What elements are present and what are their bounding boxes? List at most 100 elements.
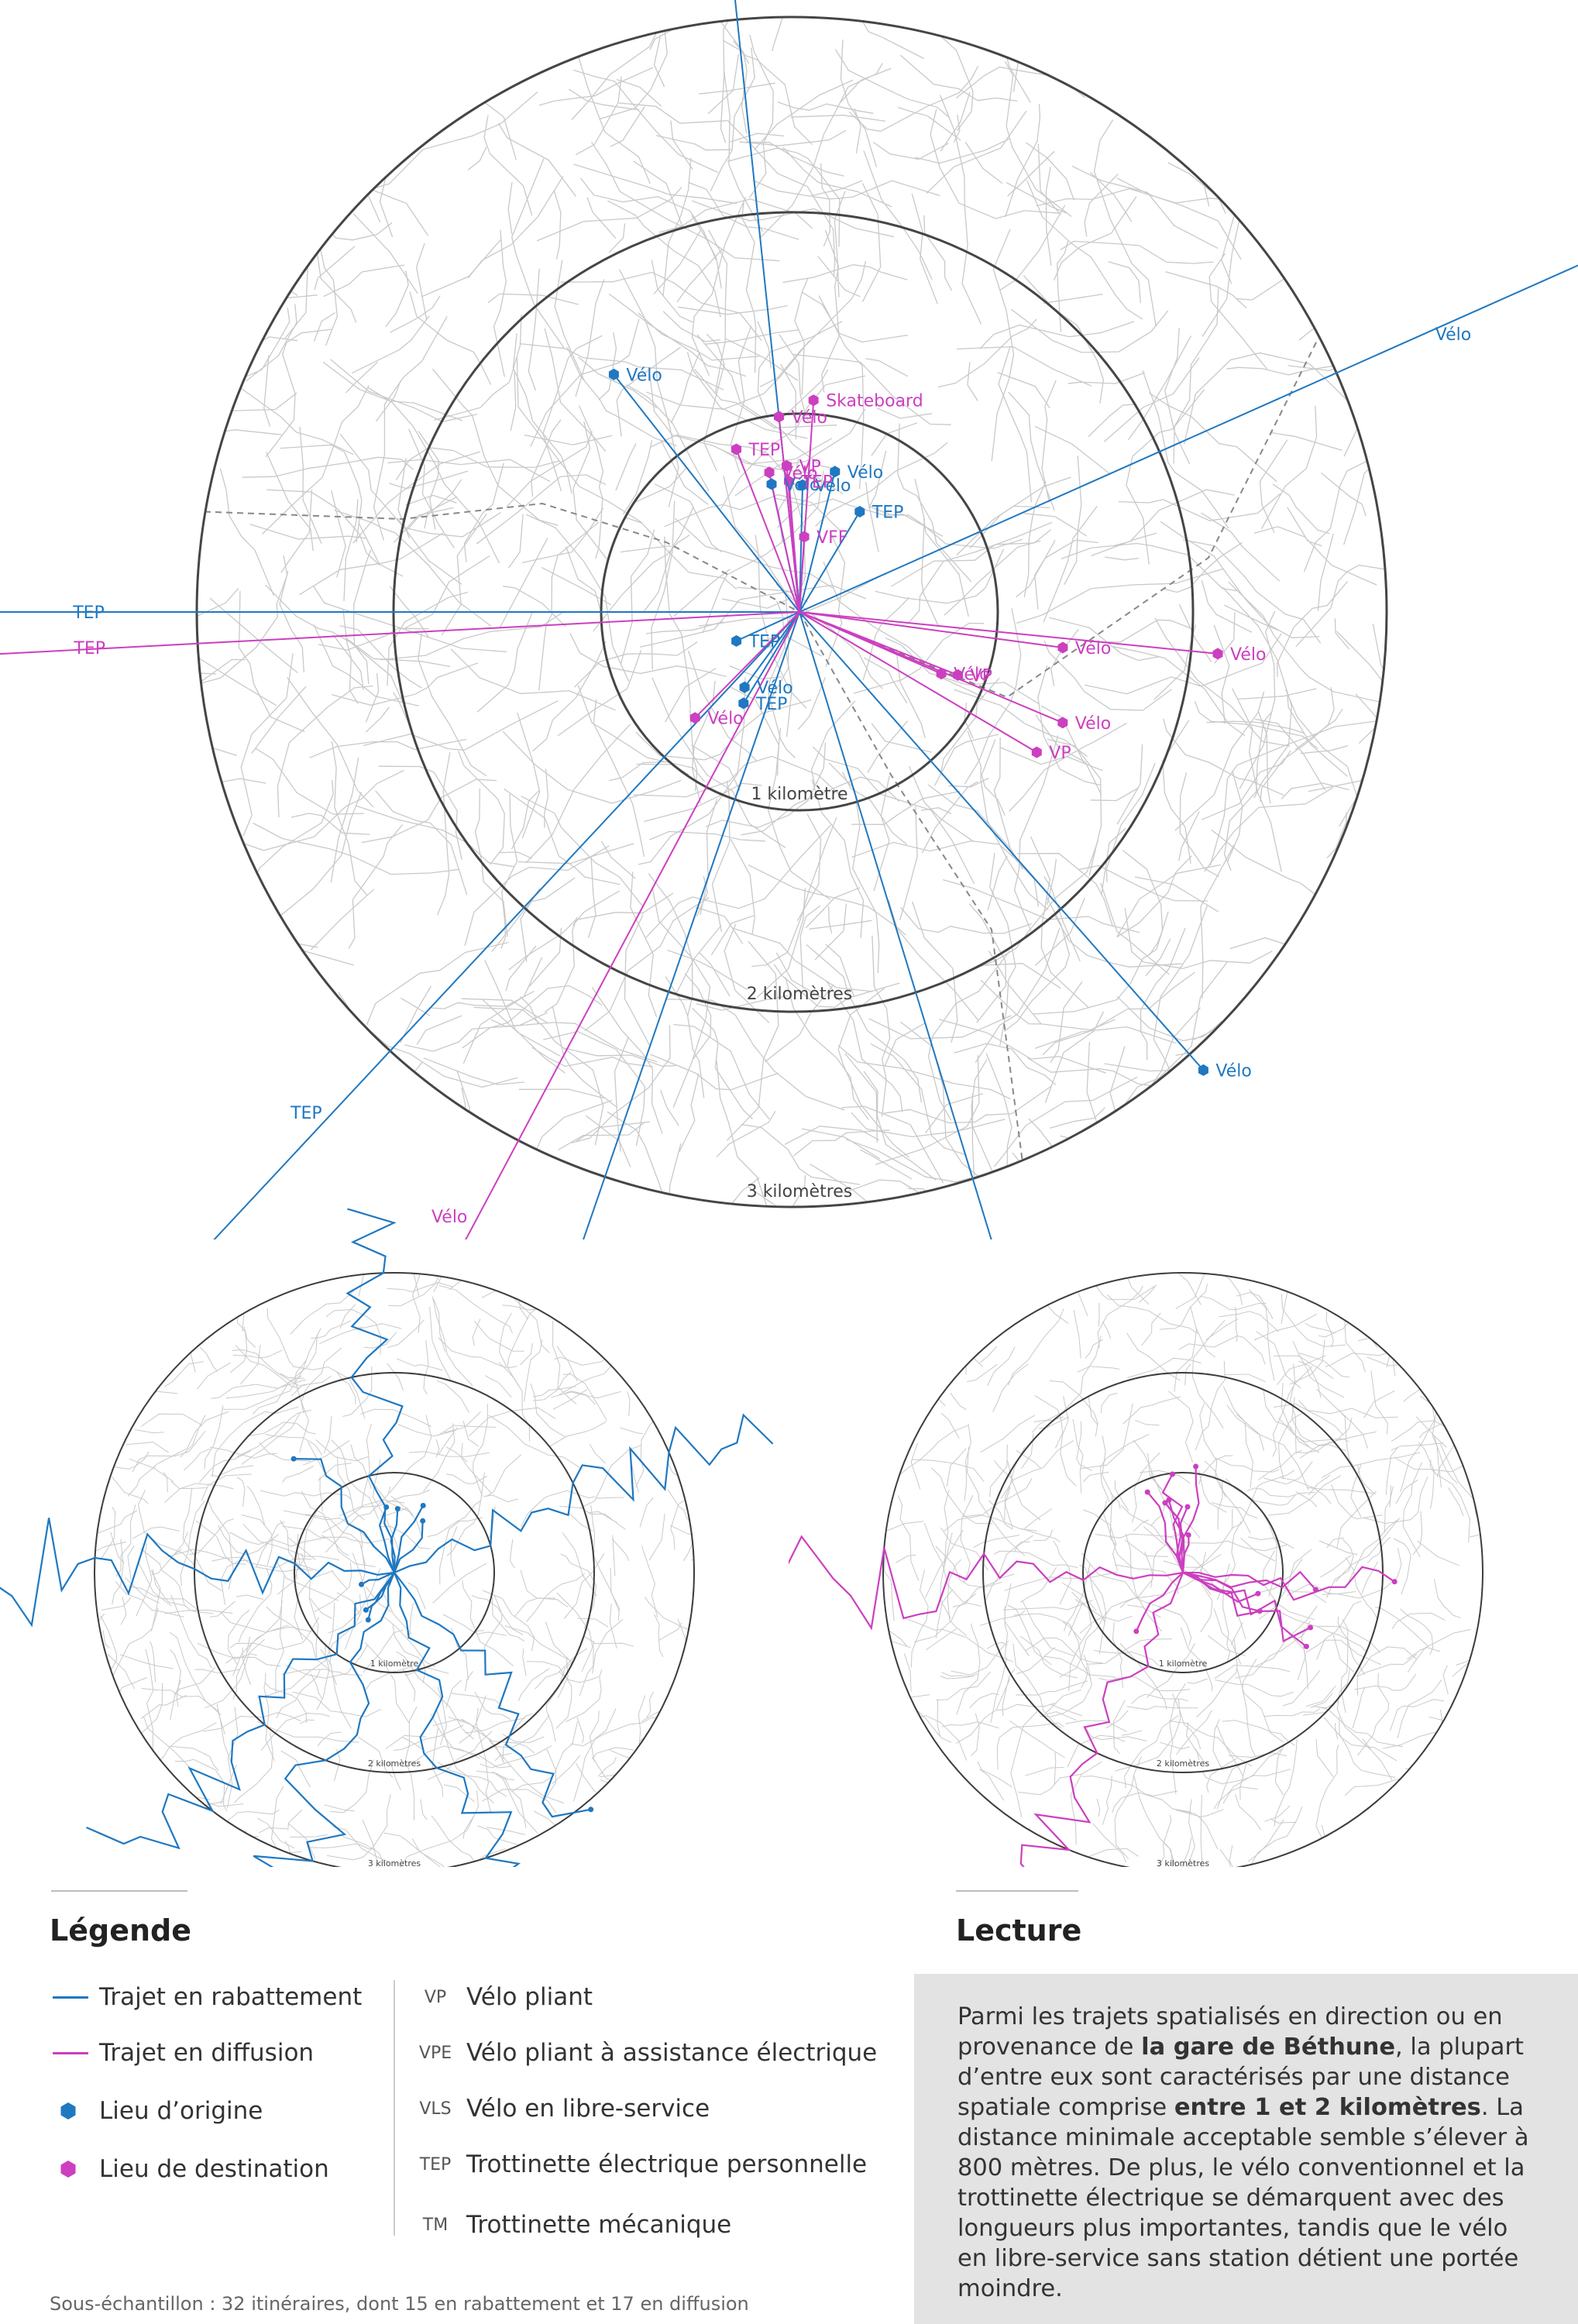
route-endpoint xyxy=(420,1503,426,1508)
street-segment xyxy=(492,1771,538,1834)
street-segment xyxy=(241,1411,301,1465)
street-segment xyxy=(328,1603,335,1665)
street-segment xyxy=(1294,708,1343,751)
street-segment xyxy=(1008,1308,1064,1386)
street-segment xyxy=(1019,1635,1078,1679)
street-segment xyxy=(266,489,380,566)
street-segment xyxy=(950,1392,967,1411)
destination-marker xyxy=(782,459,792,472)
street-segment xyxy=(195,1520,246,1565)
street-segment xyxy=(337,1456,365,1521)
street-segment xyxy=(389,586,430,638)
route-path xyxy=(393,1572,521,1867)
street-segment xyxy=(1308,1474,1331,1496)
street-segment xyxy=(167,1532,188,1563)
street-segment xyxy=(658,1622,682,1642)
origin-marker xyxy=(739,681,750,693)
street-segment xyxy=(220,1559,250,1605)
street-segment xyxy=(462,957,543,1064)
trip-line xyxy=(799,611,1037,753)
street-segment xyxy=(170,1679,181,1721)
street-segment xyxy=(1448,1487,1464,1516)
magenta-line-symbol xyxy=(53,2051,99,2054)
street-segment xyxy=(361,1423,373,1507)
trip-line xyxy=(742,611,800,704)
street-segment xyxy=(782,1175,806,1207)
distance-rings xyxy=(882,1272,1483,1867)
street-segment xyxy=(532,641,607,752)
street-segment xyxy=(1317,534,1334,611)
street-segment xyxy=(434,315,522,421)
trip-mode-label: TEP xyxy=(72,603,105,623)
street-segment xyxy=(318,1463,352,1481)
street-segment xyxy=(1163,1272,1202,1305)
street-segment xyxy=(429,1306,452,1382)
street-segment xyxy=(608,293,747,377)
street-segment xyxy=(782,146,892,208)
street-segment xyxy=(115,1581,184,1618)
street-segment xyxy=(1089,172,1133,222)
street-segment xyxy=(730,325,752,473)
street-segment xyxy=(228,1609,250,1666)
street-segment xyxy=(1124,908,1273,969)
street-segment xyxy=(825,944,854,997)
street-segment xyxy=(678,304,788,315)
street-segment xyxy=(266,1308,294,1367)
street-segment xyxy=(503,586,566,627)
street-segment xyxy=(518,1088,604,1099)
street-segment xyxy=(401,1061,444,1205)
street-segment xyxy=(979,1346,998,1363)
street-segment xyxy=(1335,1722,1339,1740)
street-segment xyxy=(646,340,810,411)
street-segment xyxy=(673,1023,770,1120)
street-segment xyxy=(670,1499,685,1551)
street-segment xyxy=(1016,853,1113,927)
street-segment xyxy=(499,851,533,859)
street-segment xyxy=(752,180,863,197)
street-segment xyxy=(811,180,940,200)
street-segment xyxy=(530,318,640,447)
lecture-rule xyxy=(956,1890,1078,1892)
street-segment xyxy=(265,1683,307,1724)
street-segment xyxy=(382,1615,436,1667)
street-segment xyxy=(1068,1591,1092,1691)
street-segment xyxy=(1195,1327,1215,1358)
street-segment xyxy=(380,1526,431,1549)
abbr-code: VPE xyxy=(418,2043,452,2063)
street-segment xyxy=(1061,542,1237,592)
street-segment xyxy=(557,1659,569,1699)
street-segment xyxy=(450,648,616,711)
street-segment xyxy=(242,456,414,478)
street-segment xyxy=(525,724,631,864)
street-segment xyxy=(618,102,727,124)
street-segment xyxy=(366,941,509,1026)
street-segment xyxy=(1402,1356,1432,1371)
street-segment xyxy=(667,1489,695,1540)
street-segment xyxy=(552,1320,561,1390)
street-segment xyxy=(481,999,561,1057)
street-segment xyxy=(520,1490,596,1528)
street-segment xyxy=(110,1532,125,1563)
street-segment xyxy=(896,1425,968,1478)
abbr-label: Trottinette mécanique xyxy=(466,2211,732,2239)
street-segment xyxy=(197,669,217,676)
street-segment xyxy=(1213,624,1230,724)
street-segment xyxy=(760,63,883,238)
street-segment xyxy=(936,1589,953,1638)
street-segment xyxy=(504,1625,570,1661)
trip-mode-label: Vélo xyxy=(707,710,743,729)
street-segment xyxy=(328,1568,381,1634)
street-segment xyxy=(589,1443,606,1464)
street-segment xyxy=(275,1574,285,1694)
street-segment xyxy=(1325,1312,1334,1348)
street-segment xyxy=(164,1483,234,1503)
street-segment xyxy=(338,992,518,1088)
destination-marker xyxy=(784,476,794,488)
street-segment xyxy=(705,742,827,828)
street-segment xyxy=(1038,1416,1070,1429)
street-segment xyxy=(115,1504,136,1577)
street-segment xyxy=(510,1538,515,1569)
street-segment xyxy=(437,1762,507,1797)
street-segment xyxy=(1212,1719,1223,1771)
street-segment xyxy=(524,1339,543,1402)
